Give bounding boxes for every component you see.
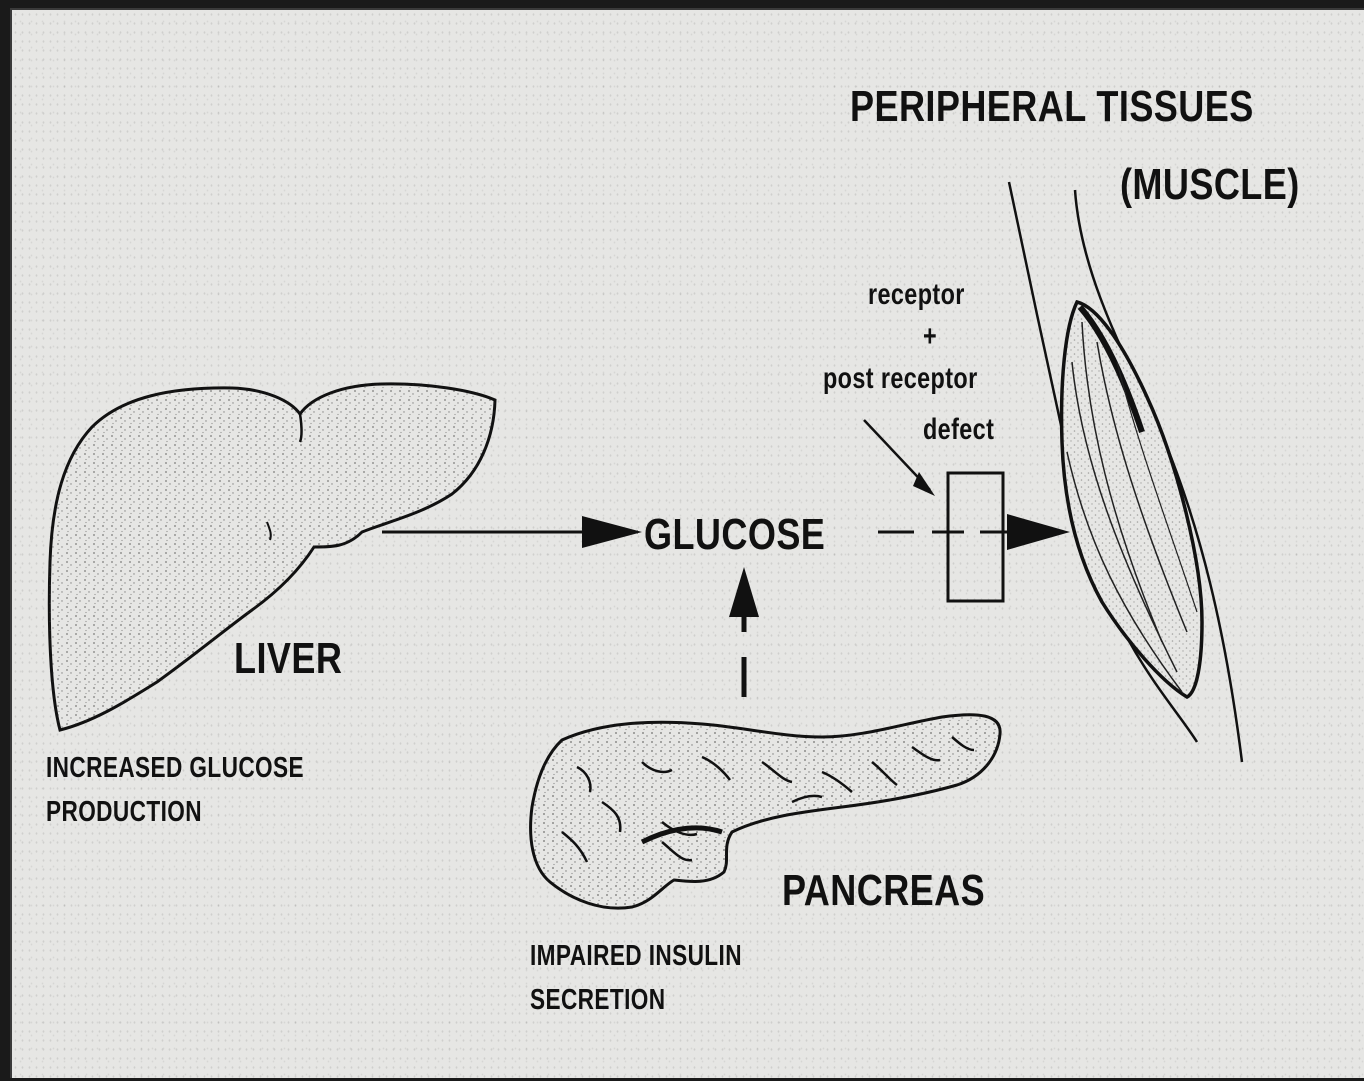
peripheral-tissues-title: PERIPHERAL TISSUES xyxy=(850,82,1254,132)
liver-arrow-head xyxy=(582,516,642,548)
pancreas-label: PANCREAS xyxy=(782,866,985,916)
defect-note-line2: + xyxy=(923,322,937,352)
receptor-box xyxy=(948,473,1003,601)
muscle-subtitle: (MUSCLE) xyxy=(1120,160,1300,210)
pancreas-to-glucose-arrow xyxy=(729,567,759,697)
pancreas-caption-line1: IMPAIRED INSULIN xyxy=(530,940,742,973)
defect-note-line1: receptor xyxy=(868,280,965,310)
muscle-illustration xyxy=(1009,182,1242,762)
defect-note-line4: defect xyxy=(923,415,994,445)
liver-caption-line1: INCREASED GLUCOSE xyxy=(46,752,304,785)
glucose-label: GLUCOSE xyxy=(644,510,825,560)
diagram-slide: PERIPHERAL TISSUES (MUSCLE) LIVER INCREA… xyxy=(10,8,1364,1078)
defect-note-line3: post receptor xyxy=(823,364,978,394)
liver-label: LIVER xyxy=(234,634,342,684)
liver-caption-line2: PRODUCTION xyxy=(46,796,202,829)
pancreas-caption-line2: SECRETION xyxy=(530,984,665,1017)
glucose-to-muscle-arrow xyxy=(878,514,1070,550)
